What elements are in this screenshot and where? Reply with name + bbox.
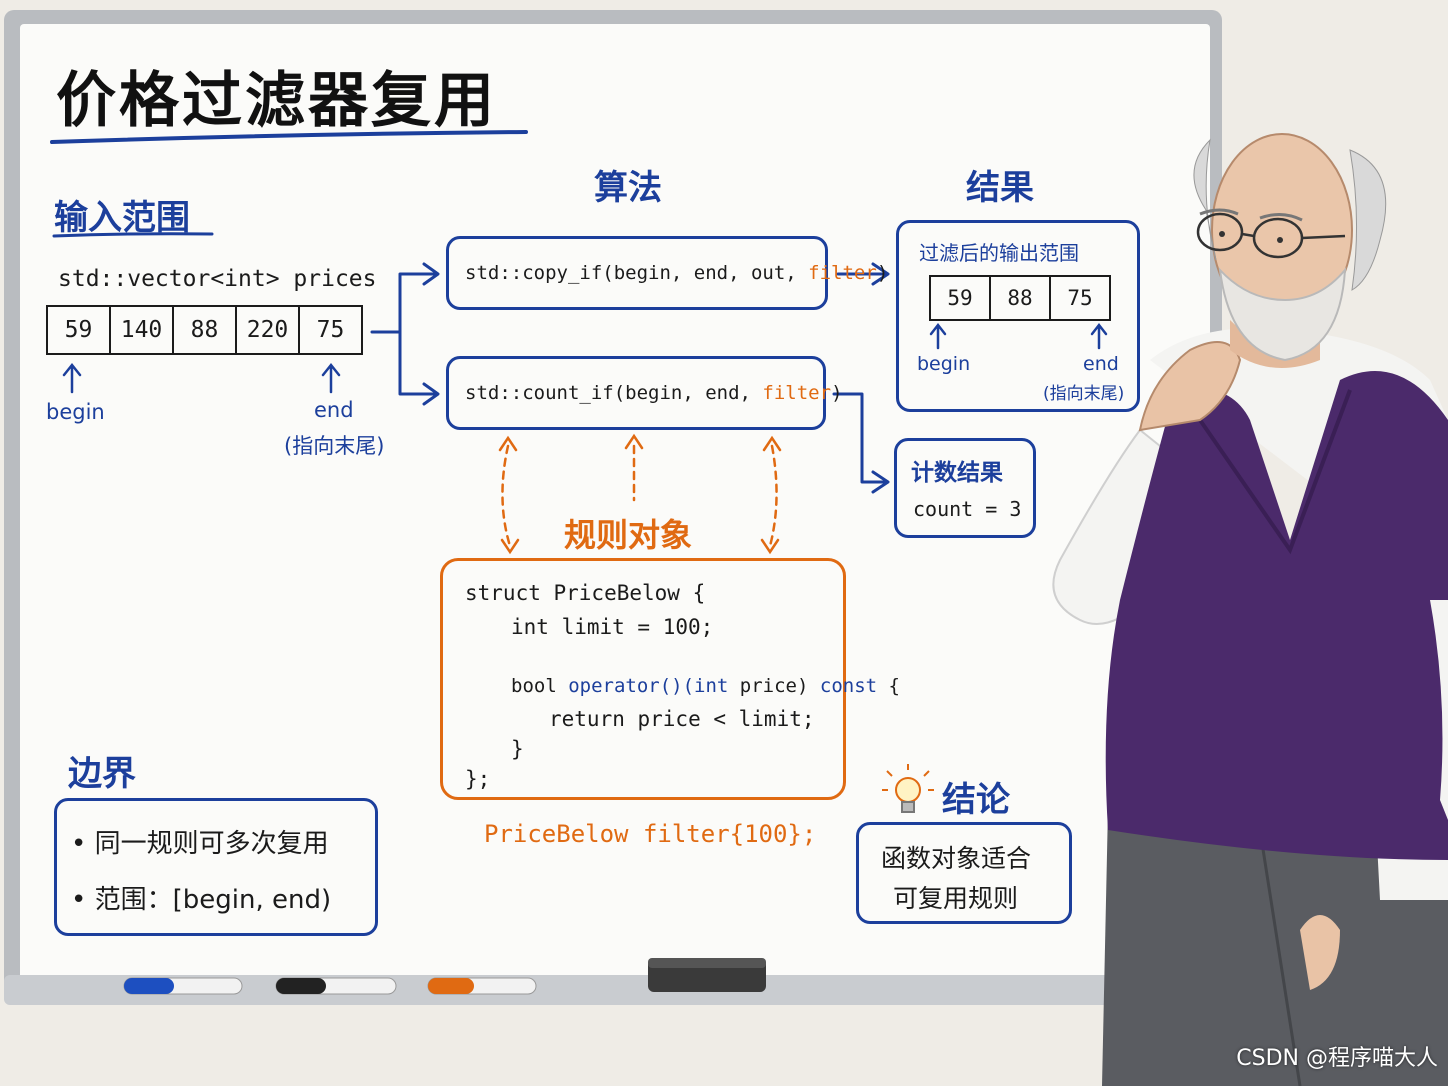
count-if-close: ): [831, 382, 843, 404]
input-range-heading: 输入范围: [54, 198, 190, 238]
result-box: 过滤后的输出范围 59 88 75 begin end (指向末尾): [896, 220, 1140, 412]
boundary-bullet: • 范围：[begin, end): [71, 885, 332, 915]
conclusion-heading: 结论: [942, 780, 1010, 820]
title-underline: [50, 130, 528, 144]
count-if-text: std::count_if(begin, end,: [465, 382, 763, 404]
output-end-label: end: [1083, 353, 1119, 375]
vector-label: std::vector<int> prices: [58, 266, 377, 292]
boundary-bullet-text: 同一规则可多次复用: [94, 829, 329, 859]
code-line-5: }: [511, 737, 524, 761]
conclusion-line: 函数对象适合: [881, 844, 1032, 873]
output-cell: 75: [1049, 275, 1111, 321]
filter-instance: PriceBelow filter{100};: [484, 820, 817, 848]
output-end-note: (指向末尾): [1043, 384, 1125, 404]
code-line-1: struct PriceBelow {: [465, 581, 706, 605]
code-brace: {: [877, 675, 900, 697]
boundary-heading: 边界: [68, 754, 136, 794]
code-bool: bool: [511, 675, 569, 697]
rule-object-heading: 规则对象: [564, 516, 693, 554]
code-line-4: return price < limit;: [549, 707, 815, 731]
count-if-box: std::count_if(begin, end, filter): [446, 356, 843, 430]
copy-if-close: ): [876, 262, 889, 284]
array-cell: 220: [235, 305, 298, 355]
lightbulb-icon: [882, 764, 934, 813]
boundary-box: • 同一规则可多次复用 • 范围：[begin, end): [54, 798, 378, 936]
algorithm-heading: 算法: [594, 168, 662, 208]
output-cell: 88: [989, 275, 1049, 321]
array-cell: 140: [109, 305, 172, 355]
output-title: 过滤后的输出范围: [919, 241, 1079, 265]
boundary-bullet: • 同一规则可多次复用: [71, 829, 329, 859]
blue-marker: [123, 977, 243, 995]
orange-marker: [427, 977, 537, 995]
code-line-2: int limit = 100;: [511, 615, 714, 639]
input-end-note: (指向末尾): [284, 434, 385, 458]
conclusion-line: 可复用规则: [893, 884, 1019, 913]
array-cell: 88: [172, 305, 235, 355]
copy-if-text: std::copy_if(begin, end, out,: [465, 262, 809, 284]
count-if-filter-arg: filter: [762, 382, 832, 404]
rule-object-box: struct PriceBelow { int limit = 100; boo…: [440, 558, 900, 800]
whiteboard-surface: [20, 24, 1210, 986]
output-cell: 59: [929, 275, 989, 321]
input-array: 59 140 88 220 75: [46, 305, 363, 355]
black-marker: [275, 977, 397, 995]
copy-if-box: std::copy_if(begin, end, out, filter): [446, 236, 888, 310]
code-price: price): [728, 675, 820, 697]
watermark: CSDN @程序喵大人: [1236, 1046, 1438, 1071]
conclusion-box: 函数对象适合 可复用规则: [856, 822, 1072, 924]
page-title: 价格过滤器复用: [56, 66, 497, 136]
code-const: const: [819, 675, 878, 697]
count-result-title: 计数结果: [911, 460, 1003, 486]
input-end-label: end: [314, 398, 354, 422]
copy-if-filter-arg: filter: [808, 262, 877, 284]
eraser: [648, 958, 766, 992]
result-heading: 结果: [966, 168, 1034, 208]
presenter-illustration: [1052, 133, 1448, 1086]
array-cell: 75: [298, 305, 363, 355]
code-operator: operator()(int: [568, 675, 729, 697]
input-begin-label: begin: [46, 400, 105, 424]
output-array: 59 88 75: [929, 275, 1111, 321]
code-line-6: };: [465, 767, 491, 791]
copy-if-call: std::copy_if(begin, end, out, filter): [465, 262, 888, 284]
count-if-call: std::count_if(begin, end, filter): [465, 382, 843, 404]
count-result-value: count = 3: [913, 497, 1022, 521]
count-result-box: 计数结果 count = 3: [894, 438, 1036, 538]
code-line-3: bool operator()(int price) const {: [511, 675, 900, 697]
boundary-bullet-text: 范围：[begin, end): [94, 885, 332, 915]
output-begin-label: begin: [917, 353, 971, 375]
array-cell: 59: [46, 305, 109, 355]
